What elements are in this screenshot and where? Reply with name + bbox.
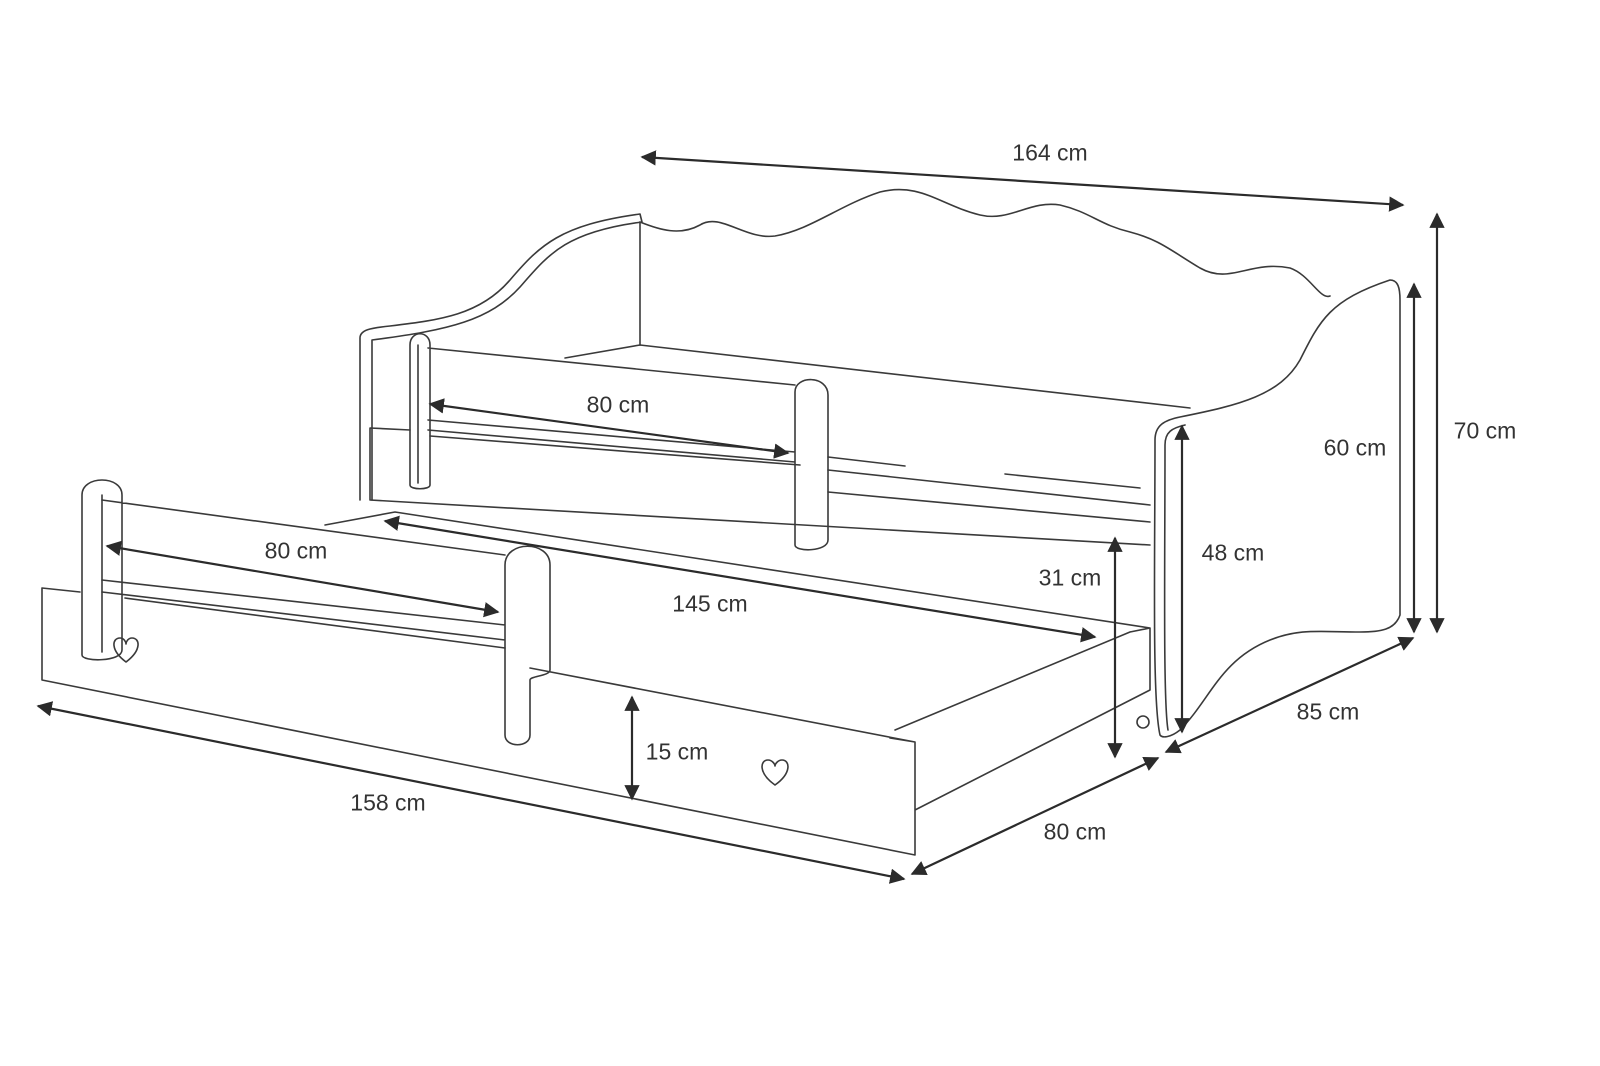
bed-frame <box>369 344 1191 546</box>
dim-arrow-145 <box>383 515 1097 643</box>
dim-arrow-158 <box>36 701 906 884</box>
left-end-panel <box>359 213 643 501</box>
label-trundle-length-outer: 158 cm <box>350 789 426 816</box>
label-overall-length: 164 cm <box>1012 139 1088 166</box>
caster-wheel <box>1136 715 1150 729</box>
label-bed-height: 48 cm <box>1201 539 1265 566</box>
right-end-panel <box>1153 279 1401 738</box>
label-trundle-width: 80 cm <box>1043 818 1107 845</box>
heart-icon <box>761 759 789 786</box>
mattress-line <box>827 456 1141 489</box>
label-overall-height: 70 cm <box>1453 417 1517 444</box>
back-panel-outline <box>639 188 1331 298</box>
label-upper-rail-length: 80 cm <box>586 391 650 418</box>
label-bed-width: 85 cm <box>1296 698 1360 725</box>
dim-arrow-upper-80 <box>428 398 790 459</box>
label-lower-rail-length: 80 cm <box>264 537 328 564</box>
dim-arrow-85 <box>1164 636 1415 754</box>
upper-guard-rail <box>409 332 829 551</box>
label-trundle-height: 31 cm <box>1038 564 1102 591</box>
lower-guard-rail <box>81 479 551 746</box>
dim-arrow-bottom-80 <box>910 756 1160 876</box>
heart-icon <box>113 637 139 663</box>
dim-arrow-164 <box>640 150 1405 212</box>
label-trundle-length-inner: 145 cm <box>672 590 748 617</box>
label-drawer-height: 15 cm <box>645 738 709 765</box>
label-side-panel-height: 60 cm <box>1323 434 1387 461</box>
